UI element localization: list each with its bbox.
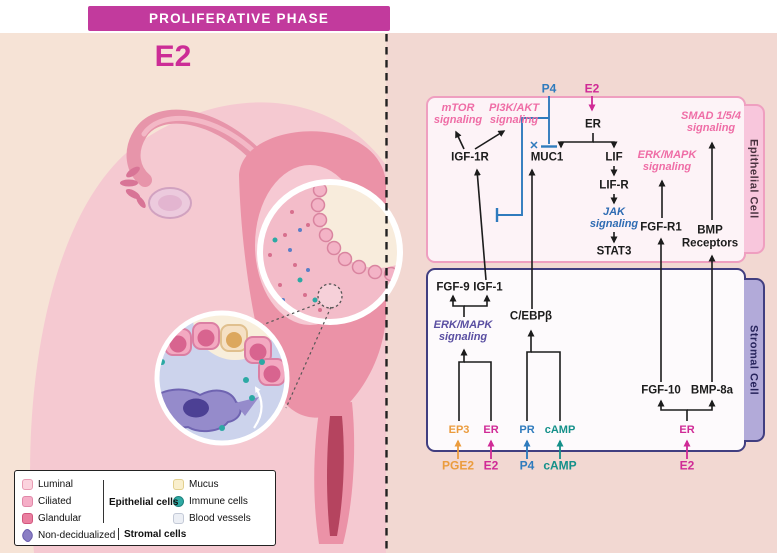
ligand-camp: cAMP bbox=[543, 458, 577, 473]
node-camp-receptor: cAMP bbox=[544, 423, 576, 436]
node-erk-mapk-epithelial: ERK/MAPK signaling bbox=[637, 148, 697, 173]
ciliated-swatch-icon bbox=[22, 496, 33, 507]
immune-cells-swatch-icon bbox=[173, 496, 184, 507]
luminal-swatch-icon bbox=[22, 479, 33, 490]
node-ep3-receptor: EP3 bbox=[448, 423, 470, 436]
node-igf1r: IGF-1R bbox=[451, 151, 489, 164]
legend-divider-stromal bbox=[118, 528, 120, 540]
legend-label: Immune cells bbox=[189, 496, 248, 507]
legend-item-nondecidualized: Non-decidualized bbox=[19, 527, 116, 544]
legend-label: Non-decidualized bbox=[38, 530, 116, 541]
glandular-swatch-icon bbox=[22, 513, 33, 524]
magnifier-source-circle bbox=[317, 283, 343, 309]
node-cebpb: C/EBPβ bbox=[509, 310, 553, 323]
node-lif-r: LIF-R bbox=[599, 179, 629, 192]
epithelial-cell-tab: Epithelial Cell bbox=[744, 104, 765, 254]
hormone-title: E2 bbox=[154, 40, 192, 73]
magnified-cells-circle bbox=[154, 310, 290, 446]
phase-banner: PROLIFERATIVE PHASE bbox=[88, 6, 390, 31]
node-erk-mapk-stromal: ERK/MAPK signaling bbox=[433, 318, 493, 343]
ligand-e2-left: E2 bbox=[483, 458, 499, 473]
node-pi3k-akt-signaling: PI3K/AKT signaling bbox=[488, 101, 540, 126]
node-igf1: IGF-1 bbox=[473, 281, 503, 294]
inhibition-cross-icon: ✕ bbox=[529, 139, 539, 152]
node-fgf9: FGF-9 bbox=[436, 281, 470, 294]
node-er-receptor-left: ER bbox=[483, 423, 499, 436]
node-fgf-r1: FGF-R1 bbox=[640, 221, 682, 234]
magnified-tissue-circle bbox=[257, 179, 403, 325]
node-lif: LIF bbox=[605, 151, 623, 164]
ligand-p4: P4 bbox=[519, 458, 535, 473]
node-muc1: MUC1 bbox=[530, 151, 564, 164]
blood-vessels-swatch-icon bbox=[173, 513, 184, 524]
node-e2-epithelial: E2 bbox=[584, 81, 600, 96]
node-pr-receptor: PR bbox=[519, 423, 535, 436]
legend-label: Blood vessels bbox=[189, 513, 251, 524]
epithelial-cell-panel bbox=[426, 96, 746, 263]
legend-item-vessels: Blood vessels bbox=[173, 510, 251, 527]
node-jak-signaling: JAK signaling bbox=[589, 205, 639, 230]
legend-group-stromal: Stromal cells bbox=[124, 529, 187, 540]
legend: Luminal Ciliated Glandular Non-deciduali… bbox=[14, 470, 276, 546]
node-stat3: STAT3 bbox=[596, 245, 632, 258]
fimbriae bbox=[120, 166, 146, 208]
stromal-cell-tab: Stromal Cell bbox=[744, 278, 765, 442]
legend-item-immune: Immune cells bbox=[173, 493, 251, 510]
legend-divider-epithelial bbox=[103, 480, 105, 523]
node-er-receptor-right: ER bbox=[679, 423, 695, 436]
legend-item-mucus: Mucus bbox=[173, 476, 251, 493]
legend-label: Mucus bbox=[189, 479, 219, 490]
node-p4-epithelial: P4 bbox=[541, 81, 557, 96]
legend-item-ciliated: Ciliated bbox=[22, 493, 115, 510]
legend-label: Ciliated bbox=[38, 496, 72, 507]
node-fgf10: FGF-10 bbox=[641, 384, 681, 397]
stromal-tab-label: Stromal Cell bbox=[747, 324, 760, 396]
legend-item-luminal: Luminal bbox=[22, 476, 115, 493]
legend-group-epithelial: Epithelial cells bbox=[109, 497, 179, 508]
legend-label: Luminal bbox=[38, 479, 74, 490]
node-bmp-receptors: BMP Receptors bbox=[681, 224, 739, 249]
node-er-epithelial: ER bbox=[585, 118, 601, 131]
stromal-cell-panel bbox=[426, 268, 746, 452]
ligand-pge2: PGE2 bbox=[441, 458, 475, 473]
node-mtor-signaling: mTOR signaling bbox=[433, 101, 483, 126]
stromal-cell-swatch-icon bbox=[19, 527, 36, 544]
epithelial-tab-label: Epithelial Cell bbox=[747, 139, 760, 219]
legend-label: Glandular bbox=[38, 513, 82, 524]
node-bmp8a: BMP-8a bbox=[690, 384, 734, 397]
node-smad-signaling: SMAD 1/5/4 signaling bbox=[681, 109, 741, 134]
mucus-swatch-icon bbox=[173, 479, 184, 490]
ligand-e2-right: E2 bbox=[679, 458, 695, 473]
legend-item-glandular: Glandular bbox=[22, 510, 115, 527]
